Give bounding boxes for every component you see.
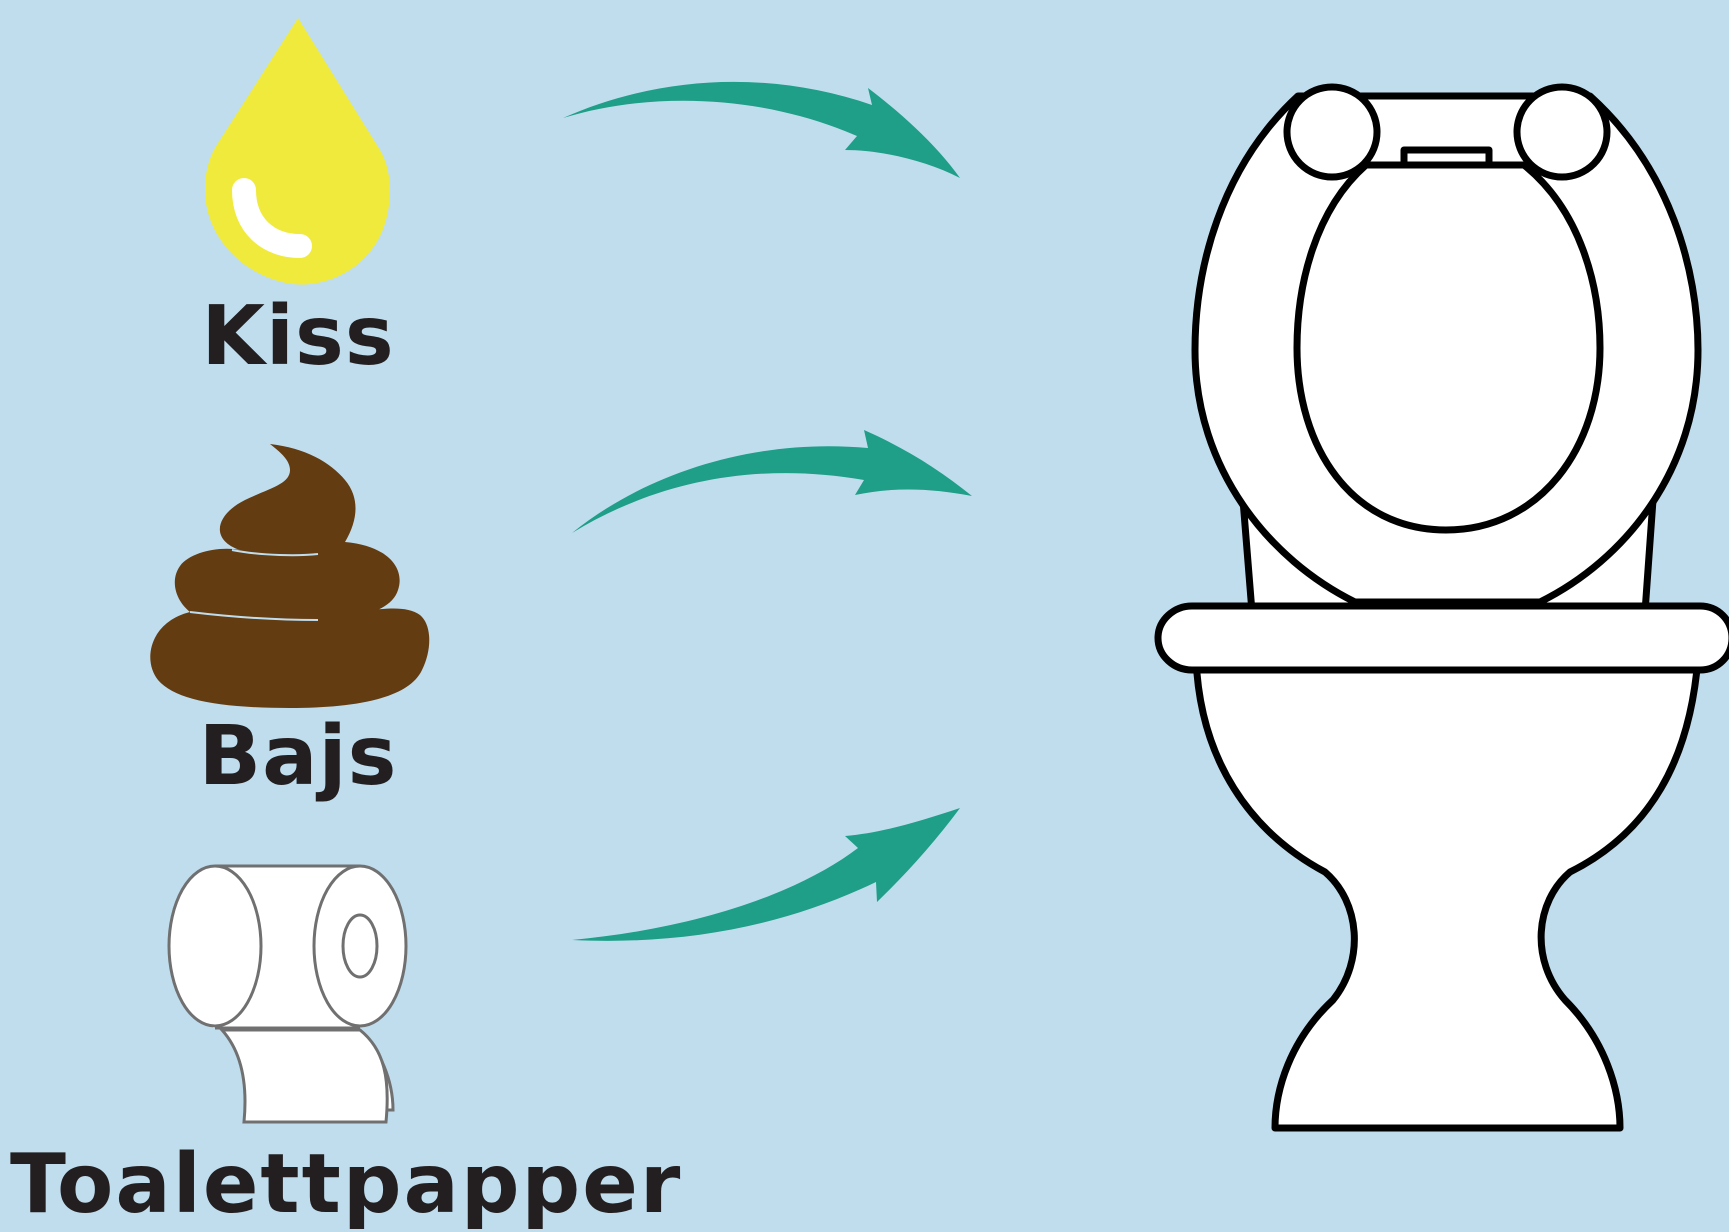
- arrow-paper-to-toilet: [572, 808, 960, 941]
- label-urine: Kiss: [198, 292, 398, 382]
- label-poop: Bajs: [183, 712, 413, 802]
- poop-icon: [150, 444, 429, 708]
- toilet-icon: [1158, 87, 1729, 1128]
- urine-drop-icon: [205, 18, 390, 285]
- toilet-paper-roll-icon: [169, 866, 406, 1122]
- arrow-poop-to-toilet: [572, 430, 972, 533]
- label-toilet-paper: Toalettpapper: [10, 1140, 570, 1230]
- arrow-urine-to-toilet: [563, 82, 960, 178]
